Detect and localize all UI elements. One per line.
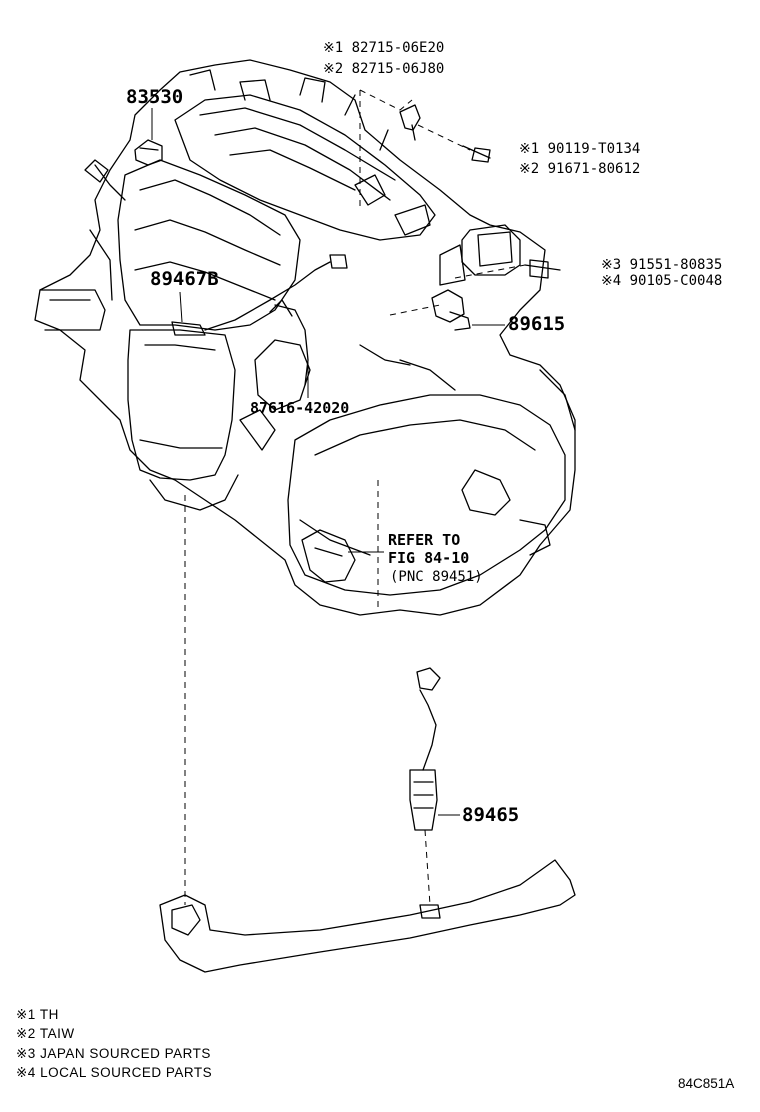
footnote-1: ※1 TH bbox=[16, 1007, 59, 1022]
refer-fig-label: FIG 84-10 bbox=[388, 549, 470, 567]
part-label-90105-c0048: ※4 90105-C0048 bbox=[601, 273, 723, 289]
part-label-91671-80612: ※2 91671-80612 bbox=[519, 161, 641, 177]
footnote-4: ※4 LOCAL SOURCED PARTS bbox=[16, 1065, 213, 1080]
part-label-82715-06j80: ※2 82715-06J80 bbox=[323, 61, 445, 77]
part-label-87616-42020: 87616-42020 bbox=[250, 399, 350, 417]
catalytic-converter bbox=[127, 329, 236, 481]
transaxle-housing bbox=[287, 394, 566, 596]
part-label-89615: 89615 bbox=[508, 313, 566, 335]
part-label-91551-80835: ※3 91551-80835 bbox=[601, 257, 723, 273]
part-label-89467b: 89467B bbox=[150, 268, 219, 290]
throttle-body bbox=[461, 224, 521, 276]
knock-sensor-part bbox=[431, 289, 465, 323]
engine-outline bbox=[34, 59, 576, 616]
heat-shield bbox=[117, 159, 301, 331]
oil-pressure-switch-part bbox=[134, 139, 163, 166]
ref-line-sensor-bracket bbox=[359, 89, 413, 111]
refer-pnc-label: (PNC 89451) bbox=[390, 569, 483, 585]
footnote-3: ※3 JAPAN SOURCED PARTS bbox=[16, 1046, 211, 1061]
oxygen-sensor-part bbox=[409, 769, 438, 831]
speed-sensor-part bbox=[301, 529, 356, 583]
valve-cover bbox=[174, 94, 436, 241]
exhaust-pipe bbox=[159, 859, 576, 973]
ref-line-oxygen-sensor bbox=[424, 829, 431, 906]
refer-to-label: REFER TO bbox=[388, 531, 461, 549]
sensor-bracket-part bbox=[399, 104, 421, 131]
part-label-83530: 83530 bbox=[126, 86, 184, 108]
catalog-code: 84C851A bbox=[678, 1076, 735, 1091]
footnote-2: ※2 TAIW bbox=[16, 1026, 75, 1041]
part-label-89465: 89465 bbox=[462, 804, 520, 826]
wire-harness-part bbox=[274, 304, 309, 386]
part-label-90119-t0134: ※1 90119-T0134 bbox=[519, 141, 641, 157]
air-fuel-sensor-part bbox=[171, 321, 206, 336]
part-label-82715-06e20: ※1 82715-06E20 bbox=[323, 40, 445, 56]
